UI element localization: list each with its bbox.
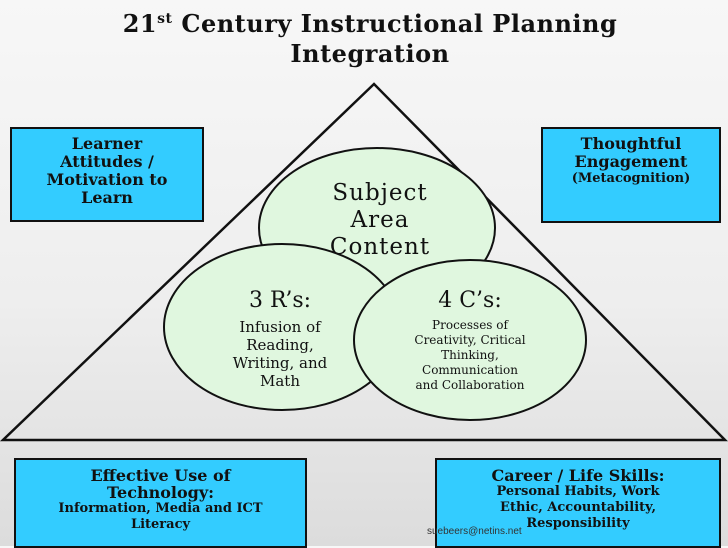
- learner-attitudes-box: Learner Attitudes / Motivation to Learn: [10, 127, 204, 222]
- three-rs-body: Infusion of Reading, Writing, and Math: [232, 318, 328, 390]
- three-rs-heading: 3 R’s:: [248, 288, 312, 313]
- title-line-2: Integration: [290, 39, 450, 68]
- title-line-1: 21st Century Instructional Planning: [122, 9, 618, 38]
- four-cs-body: Processes of Creativity, Critical Thinki…: [414, 318, 526, 392]
- diagram-title: 21st Century Instructional Planning Inte…: [20, 4, 720, 69]
- technology-box: Effective Use of Technology: Information…: [14, 458, 307, 548]
- subject-circle-label: Subject Area Content: [329, 180, 431, 260]
- four-cs-heading: 4 C’s:: [438, 288, 502, 313]
- triangle-outline: [0, 82, 728, 442]
- author-email: suebeers@netins.net: [427, 526, 522, 537]
- thoughtful-engagement-box: Thoughtful Engagement (Metacognition): [541, 127, 721, 223]
- four-cs-circle: [353, 259, 587, 421]
